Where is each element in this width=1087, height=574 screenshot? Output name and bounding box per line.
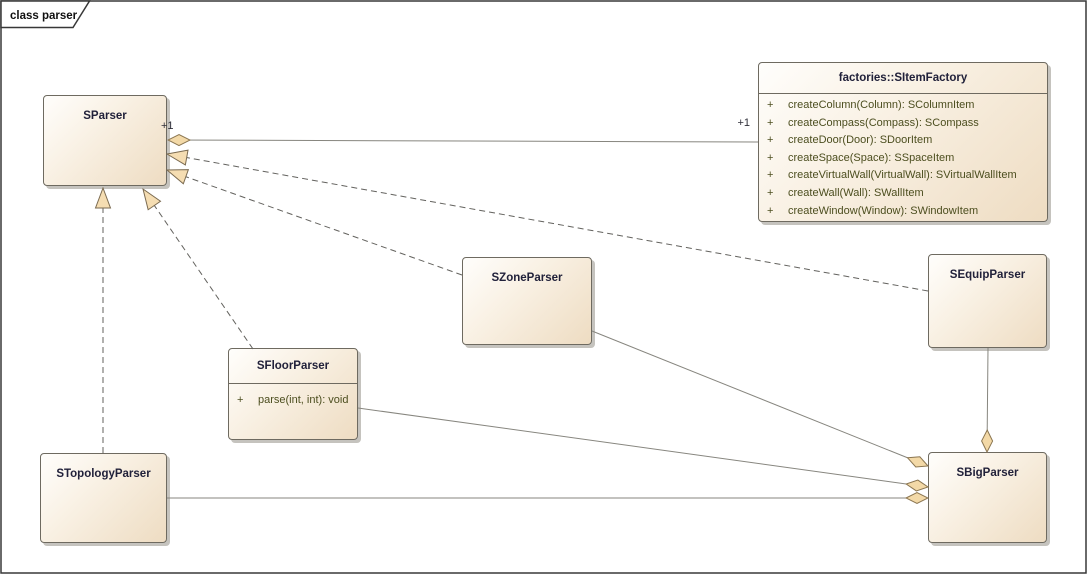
method-signature: parse(int, int): void [258, 394, 349, 406]
methods-compartment: + parse(int, int): void [229, 383, 357, 410]
visibility-marker: + [767, 204, 774, 217]
visibility-marker: + [237, 394, 244, 406]
class-box-sfloorparser[interactable]: SFloorParser + parse(int, int): void [228, 348, 358, 440]
class-box-sequipparser[interactable]: SEquipParser [928, 254, 1047, 348]
frame-title: class parser [10, 10, 78, 22]
class-name-label: STopologyParser [56, 468, 151, 480]
method-item: + createColumn(Column): SColumnItem [759, 97, 1047, 115]
visibility-marker: + [767, 151, 774, 164]
visibility-marker: + [767, 134, 774, 147]
method-signature: createVirtualWall(VirtualWall): SVirtual… [788, 169, 1017, 182]
class-box-sitemfactory[interactable]: factories::SItemFactory + createColumn(Co… [758, 62, 1048, 222]
visibility-marker: + [767, 169, 774, 182]
visibility-marker: + [767, 116, 774, 129]
multiplicity-label-target: +1 [737, 117, 750, 129]
method-item: + createWall(Wall): SWallItem [759, 185, 1047, 203]
method-signature: createColumn(Column): SColumnItem [788, 99, 975, 111]
class-name-label: factories::SItemFactory [838, 72, 968, 84]
class-name-label: SParser [83, 110, 127, 122]
method-item: + createWindow(Window): SWindowItem [759, 203, 1047, 221]
method-signature: createWindow(Window): SWindowItem [788, 204, 979, 217]
connector-aggregation-sbigparser-szoneparser[interactable] [591, 330, 928, 466]
class-name-label: SEquipParser [949, 269, 1026, 281]
class-box-sparser[interactable]: SParser [43, 95, 167, 186]
connector-realization-szoneparser-sparser[interactable] [167, 170, 463, 276]
connector-aggregation-sparser-sitemfactory[interactable] [168, 140, 759, 142]
connector-aggregation-sbigparser-sfloorparser[interactable] [357, 407, 928, 487]
method-signature: createDoor(Door): SDoorItem [788, 134, 933, 147]
class-box-sbigparser[interactable]: SBigParser [928, 452, 1047, 543]
method-signature: createWall(Wall): SWallItem [788, 186, 924, 199]
methods-compartment: + createColumn(Column): SColumnItem + crea… [759, 93, 1047, 220]
frame-tab [0, 0, 91, 29]
method-item: + createVirtualWall(VirtualWall): SVirtua… [759, 167, 1047, 185]
method-signature: createCompass(Compass): SCompass [788, 116, 979, 129]
class-box-szoneparser[interactable]: SZoneParser [462, 257, 592, 345]
connector-aggregation-sbigparser-sequipparser[interactable] [987, 347, 988, 452]
visibility-marker: + [767, 99, 774, 111]
class-name-label: SFloorParser [256, 360, 330, 372]
method-item: + createDoor(Door): SDoorItem [759, 132, 1047, 150]
method-item: + createSpace(Space): SSpaceItem [759, 150, 1047, 168]
method-item: + createCompass(Compass): SCompass [759, 115, 1047, 133]
class-name-label: SBigParser [956, 467, 1019, 479]
visibility-marker: + [767, 186, 774, 199]
method-item: + parse(int, int): void [229, 391, 357, 410]
connector-realization-sfloorparser-sparser[interactable] [143, 189, 254, 350]
class-box-stopologyparser[interactable]: STopologyParser [40, 453, 167, 543]
class-name-label: SZoneParser [491, 272, 563, 284]
method-signature: createSpace(Space): SSpaceItem [788, 151, 955, 164]
